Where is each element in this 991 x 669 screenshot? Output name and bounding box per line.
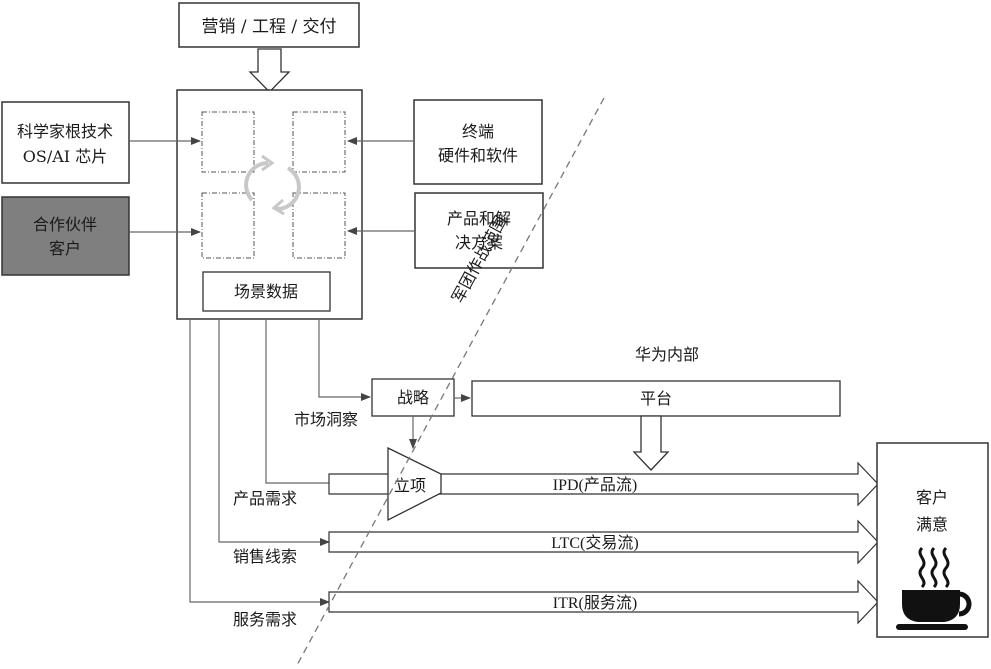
partner-line1: 合作伙伴 <box>33 215 97 234</box>
solution-box: 产品和解 决方案 <box>414 192 544 269</box>
itr-flow-label: ITR(服务流) <box>553 594 637 612</box>
scientist-box: 科学家根技术 OS/AI 芯片 <box>1 101 130 184</box>
project-label: 立项 <box>394 476 426 495</box>
strategy-label: 战略 <box>397 388 429 407</box>
sub-box-top-right <box>292 111 346 173</box>
customer-line2: 满意 <box>916 515 948 534</box>
scientist-line2: OS/AI 芯片 <box>23 147 107 166</box>
sub-box-bottom-right <box>292 192 346 259</box>
terminal-line2: 硬件和软件 <box>438 146 518 165</box>
partner-line2: 客户 <box>49 239 81 258</box>
steaming-cup-icon <box>896 546 972 630</box>
sub-box-top-left <box>201 111 255 173</box>
top-box-label: 营销 / 工程 / 交付 <box>201 17 336 37</box>
platform-down-hollow-arrow <box>632 415 670 471</box>
terminal-box: 终端 硬件和软件 <box>413 99 543 185</box>
solution-line1: 产品和解 <box>447 209 511 228</box>
marketing-engineering-delivery-box: 营销 / 工程 / 交付 <box>178 2 360 48</box>
terminal-line1: 终端 <box>462 122 494 141</box>
customer-satisfaction-box: 客户 满意 <box>876 442 989 638</box>
platform-box: 平台 <box>471 380 841 417</box>
central-hub-box: 场景数据 <box>176 89 363 320</box>
project-initiation-triangle: 立项 <box>387 446 442 522</box>
scientist-line1: 科学家根技术 <box>17 122 113 141</box>
scene-data-box <box>202 271 331 312</box>
hub-output-lines <box>189 319 371 606</box>
huawei-internal-label: 华为内部 <box>635 345 699 364</box>
itr-flow-arrow <box>328 579 879 625</box>
ltc-flow-label: LTC(交易流) <box>551 534 638 552</box>
partner-customer-box: 合作伙伴 客户 <box>1 196 130 276</box>
top-down-hollow-arrow <box>248 48 291 93</box>
product-demand-label: 产品需求 <box>233 489 297 508</box>
solution-line2: 决方案 <box>455 233 503 252</box>
platform-label: 平台 <box>640 389 672 408</box>
sub-box-bottom-left <box>201 192 255 259</box>
service-demand-label: 服务需求 <box>233 610 297 629</box>
ipd-flow-label: IPD(产品流) <box>553 476 637 494</box>
market-insight-label: 市场洞察 <box>294 410 358 429</box>
scene-data-label: 场景数据 <box>234 282 298 301</box>
customer-line1: 客户 <box>916 488 948 507</box>
ltc-flow-arrow <box>328 519 879 565</box>
cycle-arrows-icon <box>244 154 301 216</box>
sales-leads-label: 销售线索 <box>233 547 297 566</box>
